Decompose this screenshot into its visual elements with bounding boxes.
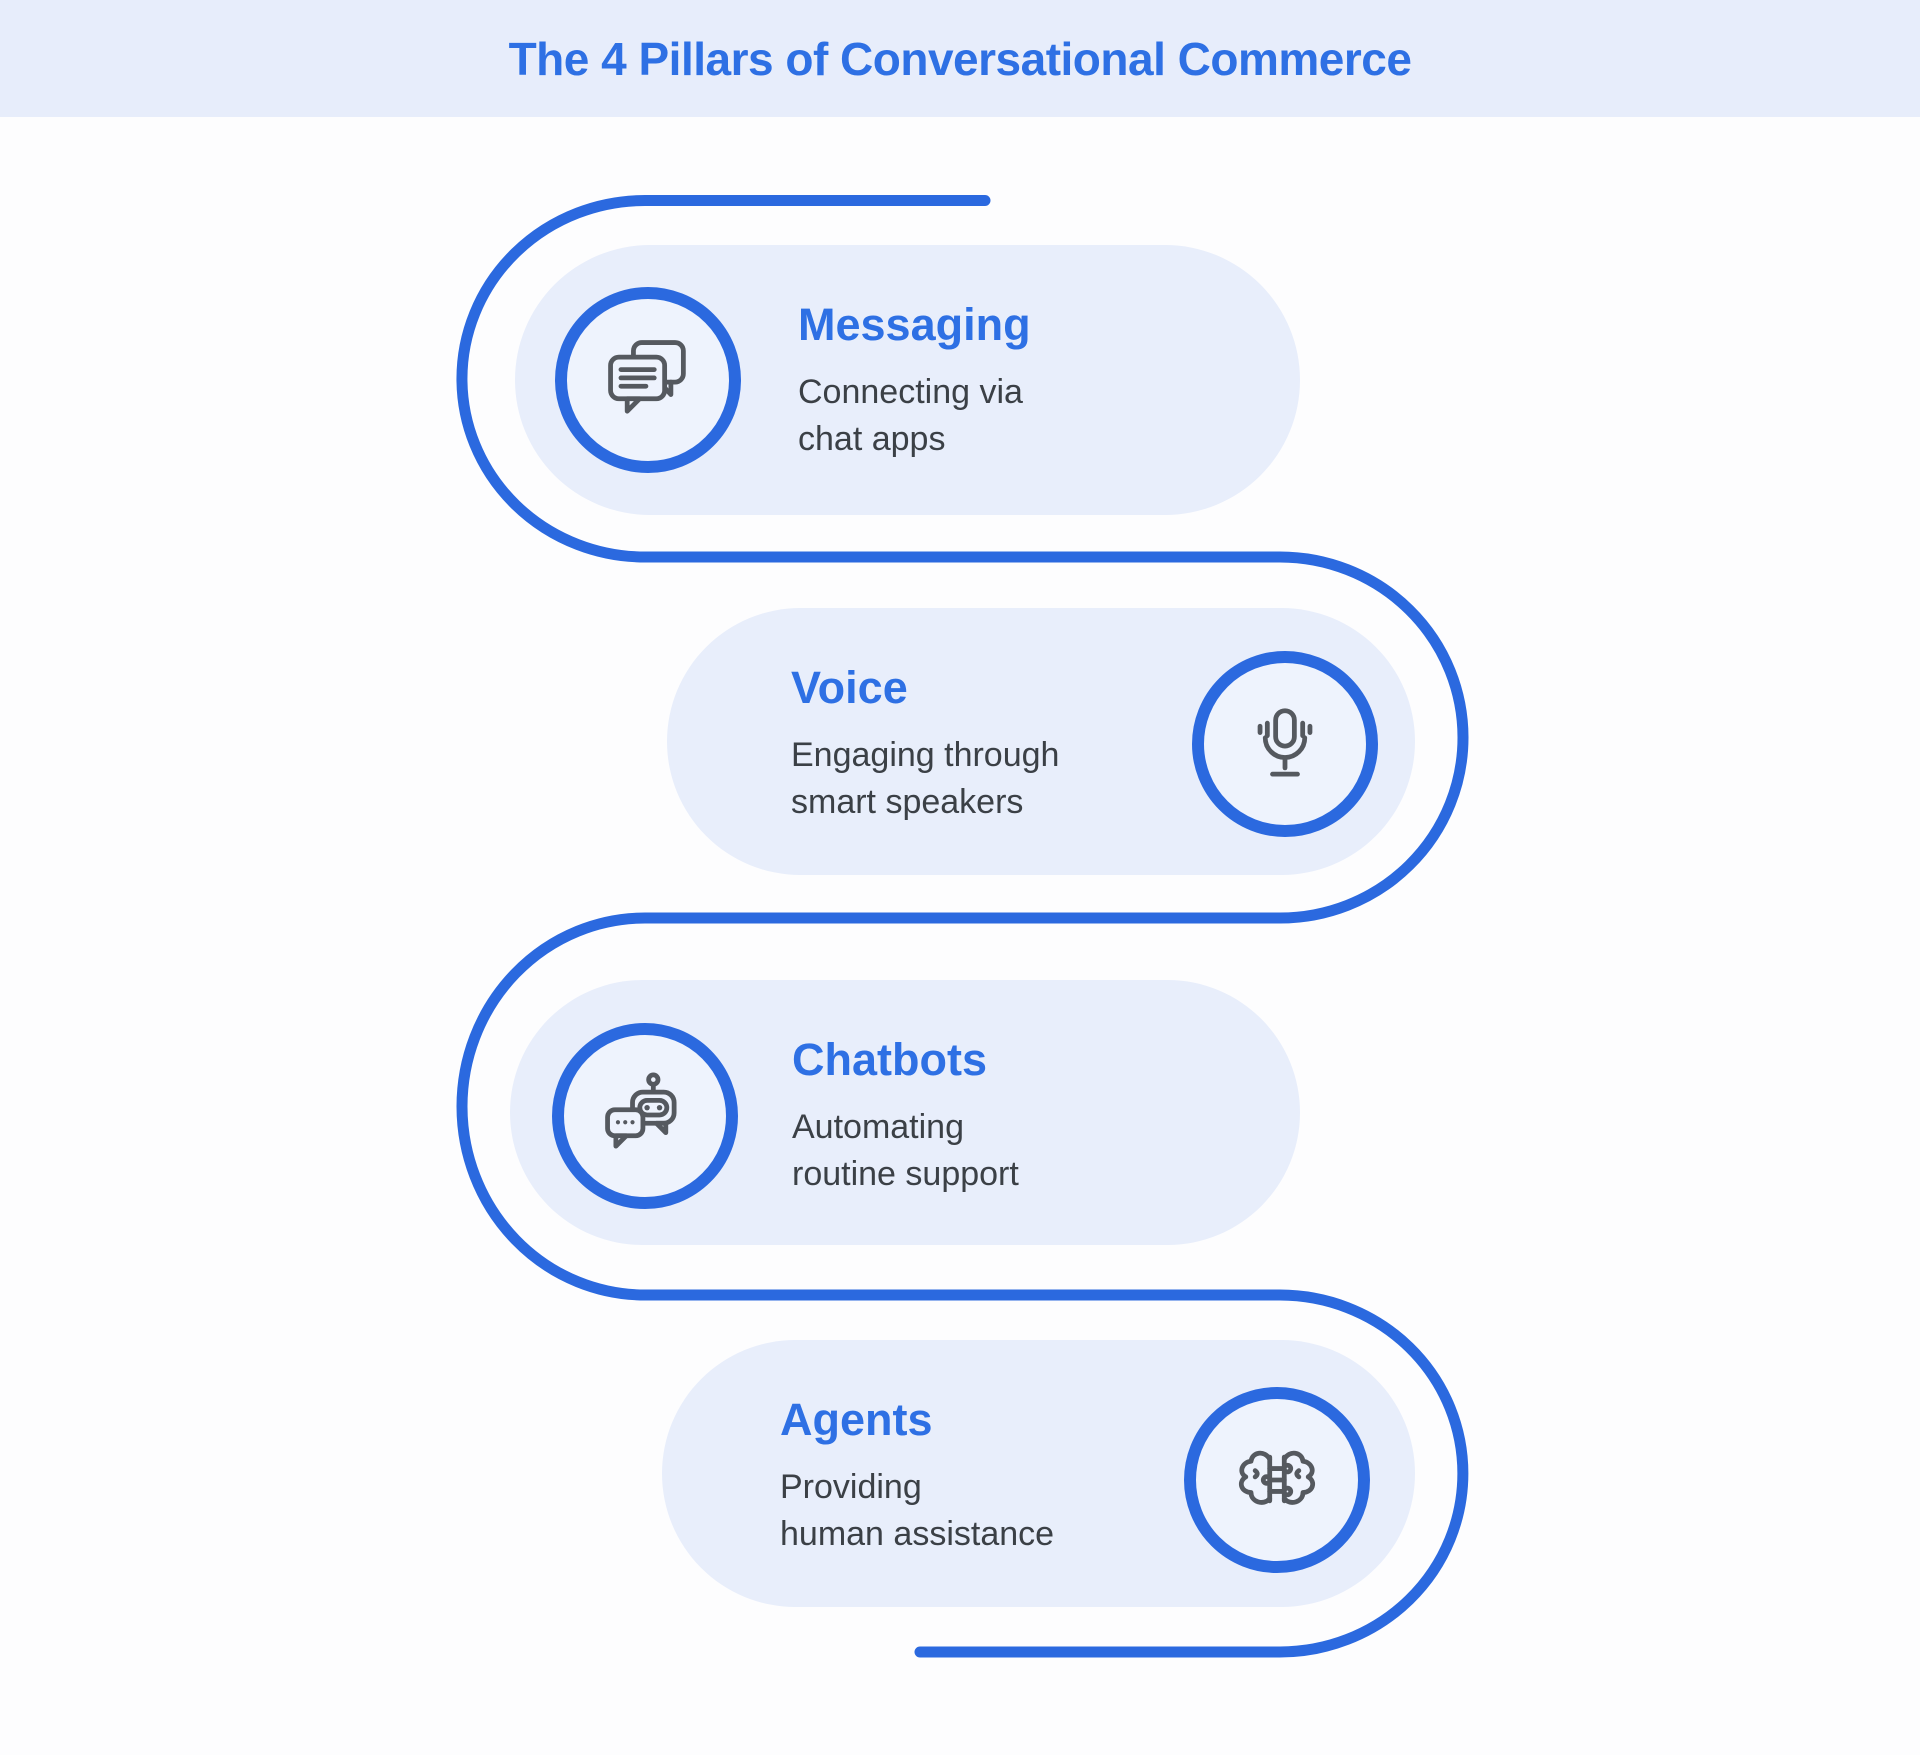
- chatbots-icon-circle: [552, 1023, 738, 1209]
- chat-bubbles-icon: [608, 340, 686, 414]
- robot-chat-icon: [605, 1072, 677, 1149]
- pillar-title: Voice: [791, 662, 908, 713]
- page-title: The 4 Pillars of Conversational Commerce: [508, 32, 1412, 85]
- messaging-icon-circle: [555, 287, 741, 473]
- pillar-title: Agents: [780, 1394, 933, 1445]
- brain-circuit-icon: [1238, 1450, 1316, 1505]
- pillar-title: Chatbots: [792, 1034, 987, 1085]
- agents-icon-circle: [1184, 1387, 1370, 1573]
- header-band: The 4 Pillars of Conversational Commerce: [0, 0, 1920, 117]
- voice-icon-circle: [1192, 651, 1378, 837]
- microphone-icon: [1257, 708, 1313, 777]
- pillar-title: Messaging: [798, 299, 1031, 350]
